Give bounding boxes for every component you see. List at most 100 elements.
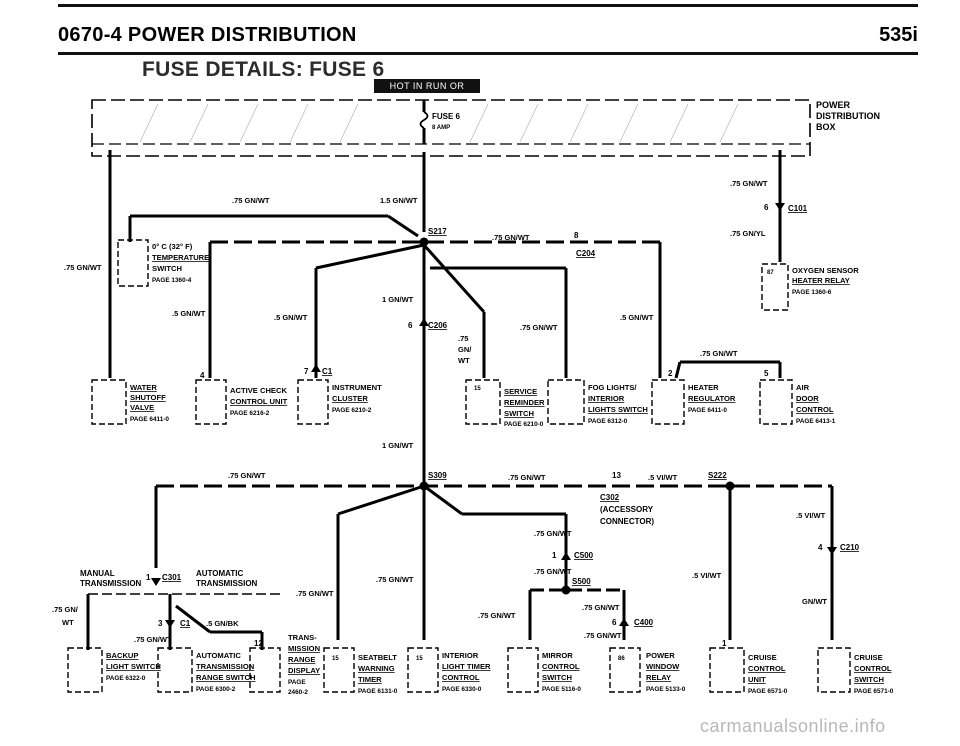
page-title: 0670-4 POWER DISTRIBUTION [58,24,357,46]
wire-label: .75 GN/WT [232,196,270,205]
component-text: DISPLAY [288,666,320,675]
header-top-rule [58,4,918,7]
component-text: PAGE [288,679,306,686]
component-page: PAGE 5133-0 [646,686,686,693]
backup-light-switch-box [67,647,103,693]
component-text: MIRROR [542,651,573,660]
connector-label: C301 [162,573,182,582]
component-text: INTERIOR [442,651,479,660]
splice-s217 [419,237,429,247]
connector-label: C204 [576,249,596,258]
splice-label: S309 [428,471,447,480]
splice-s500 [561,585,571,595]
wire-label: .75 GN/WT [534,529,572,538]
splice-s222 [725,481,735,491]
model-label: 535i [879,24,918,46]
page-header: 0670-4 POWER DISTRIBUTION 535i [0,0,960,60]
wire-label: .5 GN/WT [172,309,206,318]
wire-label: .75 GN/WT [296,589,334,598]
component-text: SERVICE [504,387,537,396]
connector-label: C101 [788,204,808,213]
watermark: carmanualsonline.info [700,716,886,736]
component-text: LIGHT SWITCH [106,662,161,671]
component-pin: 87 [767,270,774,276]
pin-label: 5 [764,369,769,378]
component-text: TRANSMISSION [196,662,254,671]
component-page: PAGE 6312-0 [588,418,628,425]
component-text: INTERIOR [588,394,625,403]
wire-label: 1 GN/WT [382,295,414,304]
wire-label: 1.5 GN/WT [380,196,418,205]
oxygen-sensor-relay-box [761,263,789,311]
component-text: SWITCH [542,673,572,682]
component-text: AIR [796,383,810,392]
component-page: PAGE 6411-0 [130,416,169,423]
component-text: CLUSTER [332,394,368,403]
manual-transmission-label: MANUAL [80,569,115,578]
automatic-transmission-label: AUTOMATIC [196,569,243,578]
fuse-label: FUSE 6 [432,112,461,121]
air-door-control-box [759,379,793,425]
pin-label: 6 [612,618,617,627]
connector-c1-icon [311,364,321,372]
component-text: REGULATOR [688,394,736,403]
component-page: PAGE 6131-0 [358,688,398,695]
wire-label: .75 GN/WT [582,603,620,612]
component-text: LIGHTS SWITCH [588,405,648,414]
component-page: PAGE 6330-0 [442,686,482,693]
component-page: PAGE 6571-0 [854,688,894,695]
component-text: VALVE [130,403,154,412]
wire-label: .75 GN/WT [534,567,572,576]
transmission-range-switch-box [157,647,193,693]
connector-note: CONNECTOR) [600,517,654,526]
pin-label: 4 [818,543,823,552]
component-text: SEATBELT [358,653,397,662]
component-text: CONTROL [442,673,480,682]
component-text: WINDOW [646,662,680,671]
component-text: LIGHT TIMER [442,662,491,671]
connector-c301-icon [151,578,161,586]
instrument-cluster-box [297,379,329,425]
heater-regulator-box [651,379,685,425]
component-text: HEATER [688,383,719,392]
box-hatch-pattern [139,103,739,143]
pin-label: 6 [764,203,769,212]
water-shutoff-valve-box [91,379,127,425]
wire-label: .75 GN/WT [228,471,266,480]
temperature-switch-box [117,239,149,287]
component-text: ACTIVE CHECK [230,386,287,395]
component-text: DOOR [796,394,819,403]
seatbelt-timer-box [323,647,355,693]
component-text: INSTRUMENT [332,383,382,392]
connector-label: C302 [600,493,620,502]
connector-label: C210 [840,543,860,552]
connector-c500-icon [561,552,571,560]
wire-label: WT [458,356,470,365]
component-text: 0° C (32° F) [152,242,193,251]
component-text: SWITCH [152,264,182,273]
component-pin: 15 [416,656,423,662]
diagram-subtitle: FUSE DETAILS: FUSE 6 [142,58,385,81]
component-page: PAGE 6300-2 [196,686,236,693]
power-box-label-2: DISTRIBUTION [816,111,880,121]
splice-label: S217 [428,227,447,236]
pin-label: 8 [574,231,579,240]
connector-c400-icon [619,618,629,626]
fuse-6-symbol [419,111,429,129]
component-page: PAGE 6413-1 [796,418,836,425]
cruise-control-switch-box [817,647,851,693]
wire-label: WT [62,618,74,627]
mirror-control-switch-box [507,647,539,693]
component-text: POWER [646,651,675,660]
component-text: UNIT [748,675,766,684]
component-page: PAGE 1360-6 [792,289,832,296]
component-text: RANGE SWITCH [196,673,255,682]
component-text: CONTROL [748,664,786,673]
wire-label: .75 GN/WT [584,631,622,640]
wire-label: .5 VI/WT [796,511,826,520]
component-text: RELAY [646,673,671,682]
component-text: TEMPERATURE [152,253,209,262]
connector-c210-icon [827,547,837,555]
component-text: WARNING [358,664,395,673]
connector-label: C1 [322,367,333,376]
